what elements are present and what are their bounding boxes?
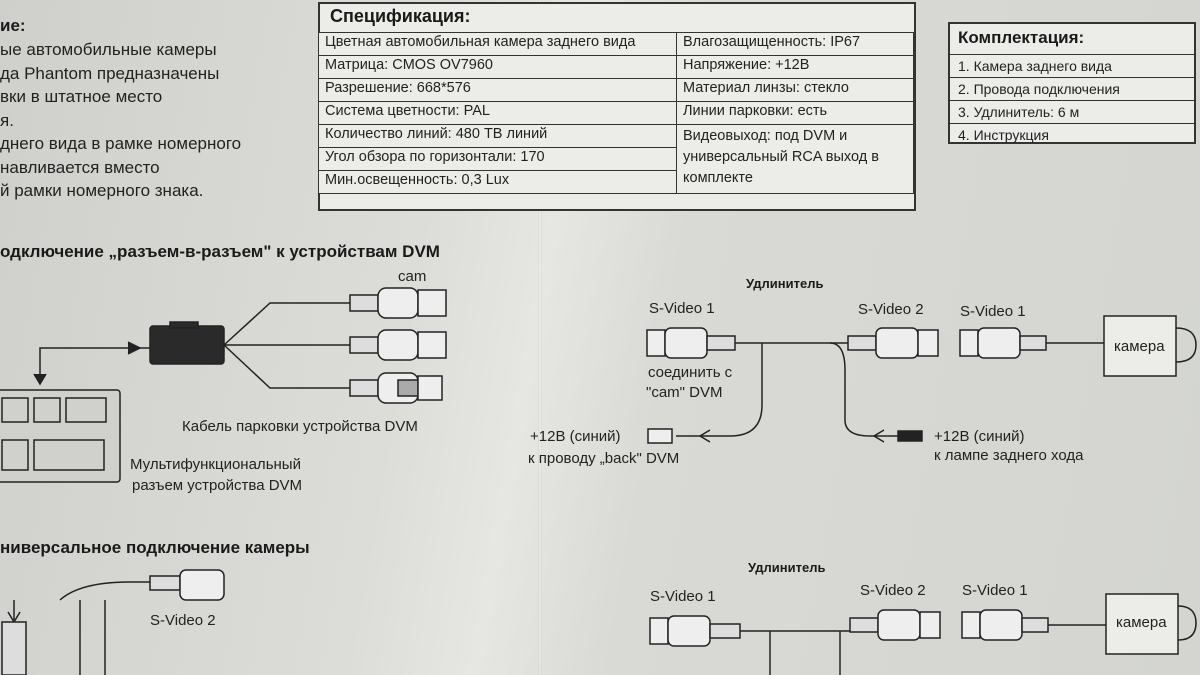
komplekt-item: 4. Инструкция [950,123,1194,146]
lower-connector-icon [349,372,443,404]
spec-cell: Мин.освещенность: 0,3 Lux [318,170,677,194]
cam-label: cam [398,268,427,285]
spec-cell: Цветная автомобильная камера заднего вид… [318,32,677,56]
page-fold [538,0,542,675]
s2-sv1b-connector-icon [961,609,1049,641]
s2-sv1b-label: S-Video 1 [962,582,1028,599]
komplekt-item: 3. Удлинитель: 6 м [950,100,1194,123]
intro-line: вки в штатное место [0,87,163,106]
sv1-label: S-Video 1 [649,300,715,317]
section1-heading: одключение „разъем-в-разъем" к устройств… [0,242,440,261]
intro-line: да Phantom предназначены [0,63,220,83]
lamp-wire [829,342,898,437]
sv1b-label: S-Video 1 [960,303,1026,320]
camera-box-icon [1103,315,1177,377]
s2-camera-label: камера [1116,614,1167,631]
spec-cell-video: Видеовыход: под DVM и универсальный RCA … [676,124,914,194]
s2-sv2b-connector-icon [849,609,941,641]
connect-label-1: соединить с [648,364,733,381]
spec-line: комплекте [683,170,753,186]
spec-title: Спецификация: [330,6,471,26]
cam-connector-icon [349,287,447,319]
s2-sv2-label: S-Video 2 [150,612,216,629]
s2-sv1-label: S-Video 1 [650,588,716,605]
extender-title: Удлинитель [746,276,824,291]
s2-sv1-connector-icon [649,615,741,647]
section2-heading: ниверсальное подключение камеры [0,538,310,557]
lamp-label-1: +12В (синий) [934,428,1025,445]
multi-label-1: Мультифункциональный [130,456,301,473]
intro-text: ые автомобильные камеры да Phantom предн… [0,38,241,203]
back-label-1: +12В (синий) [530,428,621,445]
intro-line: днего вида в рамке номерного [0,134,242,153]
dvm-cable-module-icon [149,325,225,365]
komplekt-title: Комплектация: [958,28,1085,47]
sv1-connector-icon [646,327,736,359]
extender2-title: Удлинитель [748,560,826,575]
spec-cell: Линии парковки: есть [676,101,914,125]
cam-cable [223,302,350,346]
spec-cell: Угол обзора по горизонтали: 170 [318,147,677,171]
komplekt-item: 2. Провода подключения [950,77,1194,100]
cable-label: Кабель парковки устройства DVM [182,418,418,435]
camera-label: камера [1114,338,1165,355]
lamp-label-2: к лампе заднего хода [934,447,1084,464]
intro-line: навливается вместо [0,157,160,177]
komplekt-item: 1. Камера заднего вида [950,54,1194,77]
spec-line: универсальный RCA выход в [683,149,879,165]
lower-cable [223,344,350,389]
intro-line: ые автомобильные камеры [0,40,217,59]
sv2-label: S-Video 2 [858,301,924,318]
multi-connector-icon [0,389,121,483]
spec-cell: Материал линзы: стекло [676,78,914,102]
back-label-2: к проводу „back" DVM [528,450,680,467]
back-wire [676,343,763,437]
spec-cell: Матрица: CMOS OV7960 [318,55,677,79]
s2-camera-box-icon [1105,593,1179,655]
s2-sv2b-label: S-Video 2 [860,582,926,599]
komplekt-box: Комплектация: 1. Камера заднего вида 2. … [948,22,1196,144]
link-arrow [39,347,150,380]
middle-connector-icon [349,329,447,361]
spec-table: Цветная автомобильная камера заднего вид… [318,32,914,194]
spec-cell: Количество линий: 480 ТВ линий [318,124,677,148]
sv1b-connector-icon [959,327,1047,359]
connect-label-2: "cam" DVM [646,384,723,401]
s2-sv2-connector-icon [149,569,225,601]
intro-line: я. [0,110,14,130]
multi-label-2: разъем устройства DVM [132,477,303,494]
spec-cell: Напряжение: +12В [676,55,914,79]
intro-heading: ие: [0,16,26,35]
sv2-connector-icon [847,327,939,359]
intro-line: й рамки номерного знака. [0,181,204,200]
spec-line: Видеовыход: под DVM и [683,128,848,144]
